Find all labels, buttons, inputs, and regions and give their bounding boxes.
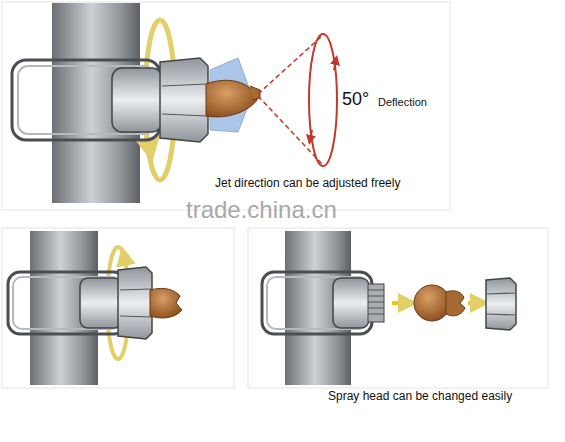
hex-nut	[160, 58, 208, 142]
clamp-wire	[8, 272, 126, 334]
thread-line	[368, 290, 384, 314]
spray-head-ball	[414, 285, 450, 321]
spray-head	[150, 288, 182, 318]
angle-caption: Deflection	[378, 96, 427, 109]
clamp-wire	[262, 272, 372, 334]
angle-value: 50°	[342, 89, 369, 110]
clamp-wire	[13, 277, 121, 329]
assembly-arrow	[392, 301, 408, 305]
hex-nut	[118, 267, 152, 339]
clamp-housing	[333, 278, 369, 328]
panel-caption: Spray head can be changed easily	[328, 390, 512, 404]
clamp-housing	[80, 278, 122, 328]
jet-line	[258, 36, 322, 94]
hex-nut-edge	[120, 289, 151, 317]
rotation-arrowhead	[124, 256, 126, 266]
deflection-ellipse	[309, 34, 337, 166]
hex-nut-edge	[162, 84, 207, 116]
spray-head-tip	[446, 291, 465, 316]
watermark: trade.china.cn	[186, 196, 337, 224]
panel-frame	[2, 228, 234, 388]
clamp-housing	[112, 68, 162, 132]
spray-head	[206, 80, 257, 117]
panel-caption: Jet direction can be adjusted freely	[215, 177, 400, 191]
jet-line	[258, 96, 322, 164]
hex-nut-edge	[487, 293, 515, 315]
assembly-arrow	[468, 301, 480, 305]
panel-frame	[248, 228, 548, 388]
hex-nut	[486, 278, 516, 330]
deflection-arrowhead	[310, 130, 312, 140]
thread-stub	[368, 284, 384, 322]
deflection-arrowhead	[334, 60, 336, 70]
panel-frame	[2, 2, 450, 210]
